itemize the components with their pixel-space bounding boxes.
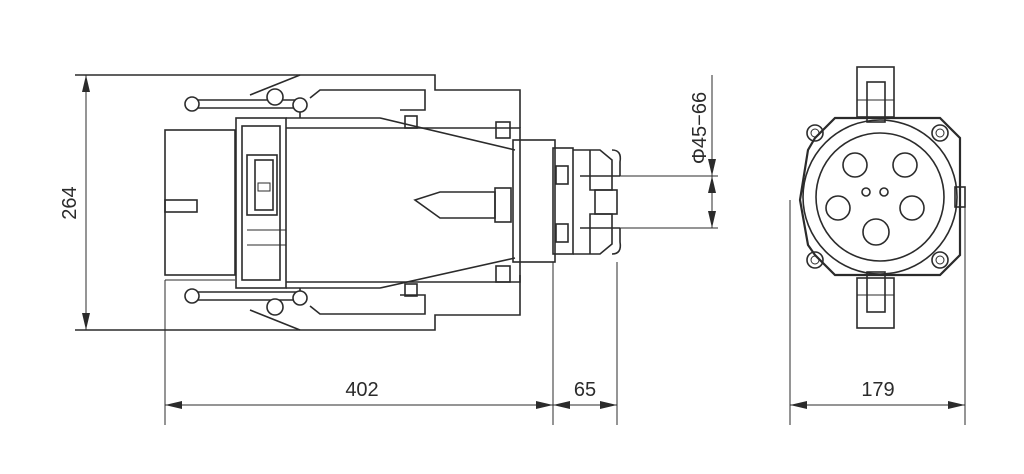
dim-length-gland-label: 65 <box>574 379 596 401</box>
socket-4 <box>899 195 925 221</box>
main-body <box>286 127 521 283</box>
corner-screw-bl <box>806 251 824 269</box>
pilot-2 <box>879 187 889 197</box>
dim-width-face-label: 179 <box>861 379 894 401</box>
front-top-tab <box>856 66 895 123</box>
dim-height <box>82 75 90 330</box>
lower-latch <box>75 257 521 331</box>
dim-cable-diameter <box>620 75 718 229</box>
dim-length-body <box>165 401 553 409</box>
front-view <box>798 66 966 329</box>
corner-screw-tl <box>806 124 824 142</box>
socket-1 <box>842 152 868 178</box>
corner-screw-br <box>931 251 949 269</box>
corner-screw-tr <box>931 124 949 142</box>
socket-2 <box>892 152 918 178</box>
dim-height-label: 264 <box>59 186 81 219</box>
front-inner-face <box>815 132 945 262</box>
front-outer-ring <box>802 119 958 275</box>
front-housing-outline <box>798 116 962 277</box>
rear-housing <box>164 129 236 281</box>
side-view <box>75 74 622 331</box>
socket-3 <box>825 195 851 221</box>
flange-plate <box>235 117 287 289</box>
cable-gland <box>512 139 622 263</box>
front-bottom-tab <box>856 271 895 329</box>
pilot-1 <box>861 187 871 197</box>
dim-cable-diameter-label: Φ45−66 <box>689 92 711 164</box>
socket-5 <box>862 218 890 246</box>
dimension-lines <box>82 75 966 425</box>
side-key <box>954 186 966 208</box>
pin-sockets <box>825 152 925 246</box>
dim-length-gland <box>553 401 617 409</box>
upper-latch <box>75 74 521 151</box>
dim-length-body-label: 402 <box>345 379 378 401</box>
dim-width-face <box>790 401 965 409</box>
